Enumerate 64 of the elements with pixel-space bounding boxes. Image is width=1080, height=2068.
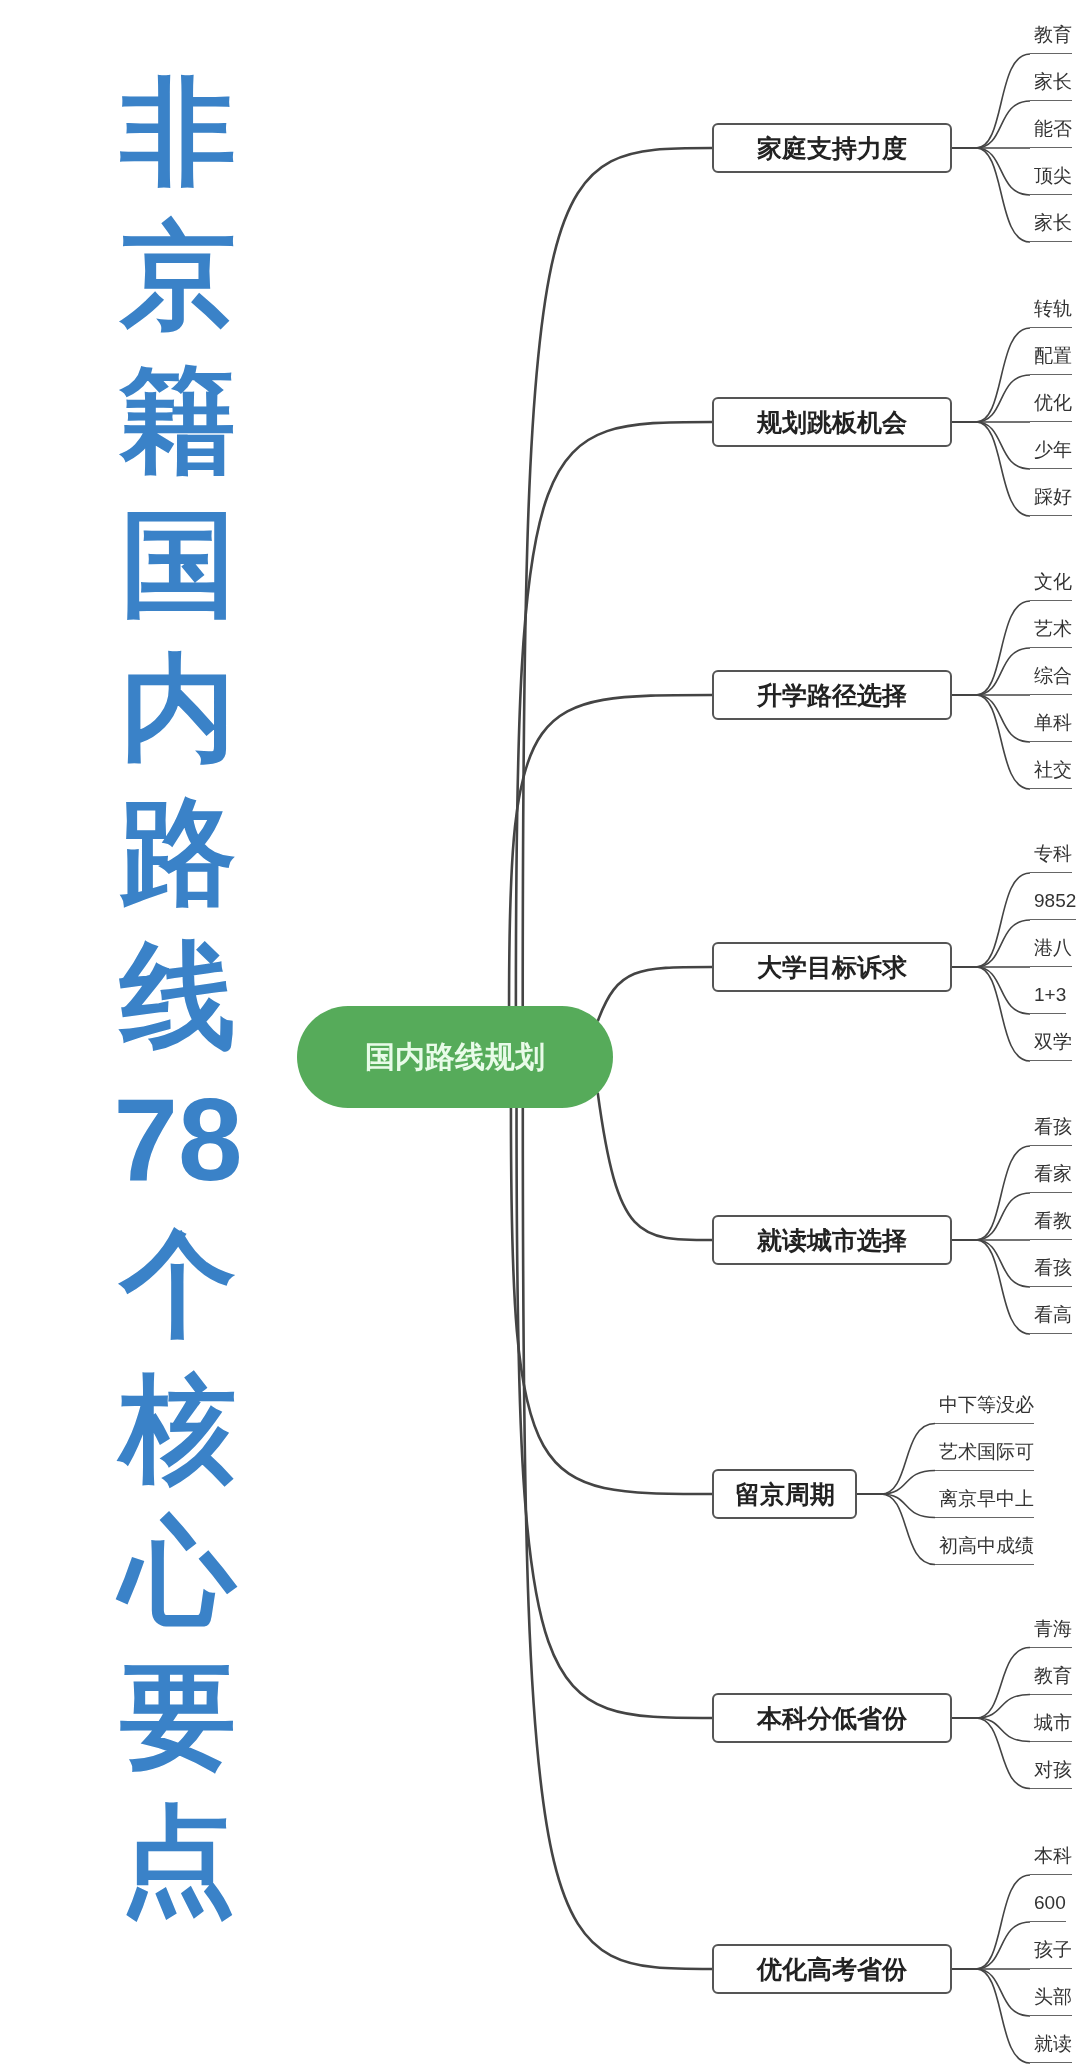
branch-box: 本科分低省份 bbox=[712, 1693, 952, 1743]
connector-line bbox=[514, 420, 712, 1006]
connector-line bbox=[951, 694, 1031, 790]
leaf-label: 青海 bbox=[1030, 1613, 1072, 1648]
connector-line bbox=[951, 1717, 1031, 1790]
leaf-label: 文化 bbox=[1030, 567, 1072, 601]
leaf-label: 综合 bbox=[1030, 661, 1072, 695]
connector-line bbox=[507, 693, 712, 1006]
connector-line bbox=[951, 1968, 1031, 2064]
leaf-label: 看孩 bbox=[1030, 1253, 1072, 1287]
connector-line bbox=[951, 966, 1031, 1062]
branch-box: 就读城市选择 bbox=[712, 1215, 952, 1265]
connector-line bbox=[951, 421, 1031, 517]
connector-line bbox=[951, 147, 1031, 243]
leaf-label: 初高中成绩 bbox=[935, 1530, 1034, 1565]
connector-line bbox=[856, 1493, 936, 1566]
branch-box: 优化高考省份 bbox=[712, 1944, 952, 1994]
leaf-label: 艺术 bbox=[1030, 614, 1072, 648]
connector-line bbox=[951, 1239, 1031, 1335]
connector-line bbox=[596, 1092, 712, 1242]
leaf-label: 转轨 bbox=[1030, 294, 1072, 328]
leaf-label: 艺术国际可 bbox=[935, 1436, 1034, 1471]
leaf-label: 600 bbox=[1030, 1888, 1066, 1922]
leaf-label: 配置 bbox=[1030, 341, 1072, 375]
leaf-label: 单科 bbox=[1030, 708, 1072, 742]
leaf-label: 顶尖 bbox=[1030, 161, 1072, 195]
connector-line bbox=[509, 1108, 712, 1496]
leaf-label: 家长 bbox=[1030, 208, 1072, 242]
leaf-label: 城市 bbox=[1030, 1707, 1072, 1742]
connector-line bbox=[521, 146, 712, 1006]
connector-line bbox=[596, 965, 712, 1022]
leaf-label: 1+3 bbox=[1030, 980, 1067, 1014]
branch-box: 规划跳板机会 bbox=[712, 397, 952, 447]
branch-box: 家庭支持力度 bbox=[712, 123, 952, 173]
leaf-label: 教育 bbox=[1030, 1660, 1072, 1695]
leaf-label: 看孩 bbox=[1030, 1112, 1072, 1146]
leaf-label: 优化 bbox=[1030, 388, 1072, 422]
branch-box: 大学目标诉求 bbox=[712, 942, 952, 992]
branch-box: 留京周期 bbox=[712, 1469, 857, 1519]
leaf-label: 本科 bbox=[1030, 1841, 1072, 1875]
connector-line bbox=[515, 1108, 712, 1720]
leaf-label: 头部 bbox=[1030, 1982, 1072, 2016]
leaf-label: 看教 bbox=[1030, 1206, 1072, 1240]
leaf-label: 家长 bbox=[1030, 67, 1072, 101]
leaf-label: 踩好 bbox=[1030, 482, 1072, 516]
topic-pill: 国内路线规划 bbox=[297, 1006, 613, 1108]
leaf-label: 就读 bbox=[1030, 2029, 1072, 2063]
leaf-label: 中下等没必 bbox=[935, 1389, 1034, 1424]
leaf-label: 双学 bbox=[1030, 1027, 1072, 1061]
leaf-label: 对孩 bbox=[1030, 1754, 1072, 1789]
leaf-label: 少年 bbox=[1030, 435, 1072, 469]
leaf-label: 离京早中上 bbox=[935, 1483, 1034, 1518]
leaf-label: 看家 bbox=[1030, 1159, 1072, 1193]
leaf-label: 看高 bbox=[1030, 1300, 1072, 1334]
leaf-label: 教育 bbox=[1030, 20, 1072, 54]
branch-box: 升学路径选择 bbox=[712, 670, 952, 720]
leaf-label: 专科 bbox=[1030, 839, 1072, 873]
leaf-label: 孩子 bbox=[1030, 1935, 1072, 1969]
leaf-label: 9852 bbox=[1030, 886, 1077, 920]
leaf-label: 港八 bbox=[1030, 933, 1072, 967]
connector-line bbox=[521, 1108, 712, 1971]
leaf-label: 社交 bbox=[1030, 755, 1072, 789]
title: 非京籍国内路线78个核心要点 bbox=[112, 66, 244, 1927]
leaf-label: 能否 bbox=[1030, 114, 1072, 148]
